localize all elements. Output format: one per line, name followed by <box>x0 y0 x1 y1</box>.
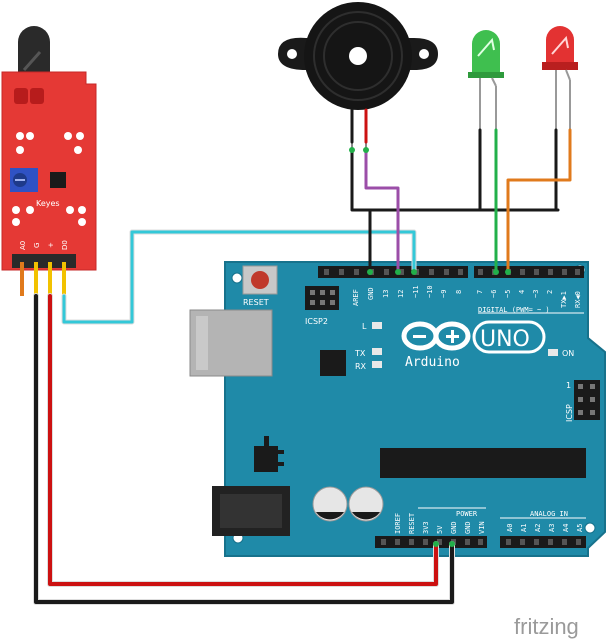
wire-cyan <box>62 230 416 324</box>
icsp2-header <box>305 286 339 310</box>
pin-label: 13 <box>382 290 390 298</box>
pin-label: ~5 <box>504 290 512 298</box>
arduino-infinity-logo <box>401 321 471 351</box>
power-pin-labels: IOREF RESET 3V3 5V GND GND VIN <box>394 512 486 534</box>
pin-label: 5V <box>436 525 444 534</box>
potentiometer[interactable] <box>10 168 38 192</box>
wire-black <box>34 294 454 604</box>
reset-label: RESET <box>243 298 269 307</box>
piezo-buzzer <box>278 2 438 150</box>
analog-header <box>500 536 586 548</box>
pin-label: GND <box>450 521 458 534</box>
led-tx-label: TX <box>354 349 366 358</box>
icsp-label: ICSP <box>565 404 574 422</box>
led-rx-label: RX <box>355 362 367 371</box>
pin-label: D0 <box>61 240 69 250</box>
icsp2-label: ICSP2 <box>305 317 328 326</box>
microcontroller-chip <box>380 448 586 478</box>
pin-label: 8 <box>455 290 463 294</box>
pin-label: + <box>47 242 55 248</box>
pin-label: ~10 <box>426 285 434 298</box>
pin-label: A3 <box>548 524 556 532</box>
pin-label: ~11 <box>412 285 420 298</box>
fritzing-logo-text: fritzing <box>514 614 579 639</box>
pin-label: A0 <box>506 524 514 532</box>
pin-label: RX◀0 <box>574 291 582 308</box>
pin-label: AREF <box>352 289 360 306</box>
pin-label: A1 <box>520 524 528 532</box>
wire-purple <box>364 148 400 274</box>
analog-label: ANALOG IN <box>530 510 568 518</box>
pin-label: TX▶1 <box>560 291 568 308</box>
comparator-chip <box>50 172 66 188</box>
wire-red <box>48 294 438 586</box>
pin-label: GND <box>464 521 472 534</box>
pin-label: ~3 <box>532 290 540 298</box>
pin-label: 4 <box>518 290 526 294</box>
reset-button[interactable] <box>242 265 278 295</box>
sensor-header-pins <box>20 262 66 296</box>
wire-black <box>350 148 560 212</box>
wires <box>33 108 572 605</box>
red-led <box>542 26 578 130</box>
pin-label: GND <box>367 287 375 300</box>
pin-label: A5 <box>576 524 584 532</box>
digital-header <box>318 266 584 278</box>
pin-label: ~9 <box>440 290 448 298</box>
pin-label: 7 <box>476 290 484 294</box>
arduino-uno-board: RESET ICSP2 AREF GND 13 12 ~11 ~10 ~9 <box>189 261 606 557</box>
pin-label: RESET <box>408 512 416 534</box>
wire-orange <box>506 128 572 274</box>
pin-label: IOREF <box>394 513 402 534</box>
pin-label: G <box>33 243 41 248</box>
power-header <box>375 536 487 548</box>
icsp-header <box>574 380 600 420</box>
flame-sensor-module: Keyes A0 G + D0 <box>1 26 97 296</box>
pin-label: A4 <box>562 524 570 532</box>
pin-label: A0 <box>19 241 27 250</box>
voltage-regulator <box>254 436 284 472</box>
capacitors <box>312 486 384 522</box>
sensor-label: Keyes <box>36 199 60 208</box>
pin-label: 2 <box>546 290 554 294</box>
arduino-wordmark: Arduino <box>405 355 460 370</box>
pin-label: 12 <box>397 290 405 298</box>
pin-label: A2 <box>534 524 542 532</box>
sensor-pin-labels: A0 G + D0 <box>19 240 69 250</box>
digital-label: DIGITAL (PWM= ~ ) <box>478 306 550 314</box>
power-label: POWER <box>456 510 478 518</box>
icsp-pin1-label: 1 <box>566 381 571 390</box>
on-label: ON <box>562 349 574 358</box>
pin-label: VIN <box>478 521 486 534</box>
green-led <box>468 30 504 130</box>
pin-label: 3V3 <box>422 521 430 534</box>
digital-pin-labels: AREF GND 13 12 ~11 ~10 ~9 8 7 ~6 ~5 4 ~3… <box>352 285 582 308</box>
led-l-label: L <box>362 322 367 331</box>
analog-pin-labels: A0 A1 A2 A3 A4 A5 <box>506 524 584 532</box>
onboard-leds <box>372 322 558 368</box>
fritzing-watermark: fritzing <box>514 614 579 639</box>
usb-chip <box>320 350 346 376</box>
pin-label: ~6 <box>490 290 498 298</box>
uno-text: UNO <box>480 327 530 352</box>
uno-badge: UNO <box>472 320 546 354</box>
